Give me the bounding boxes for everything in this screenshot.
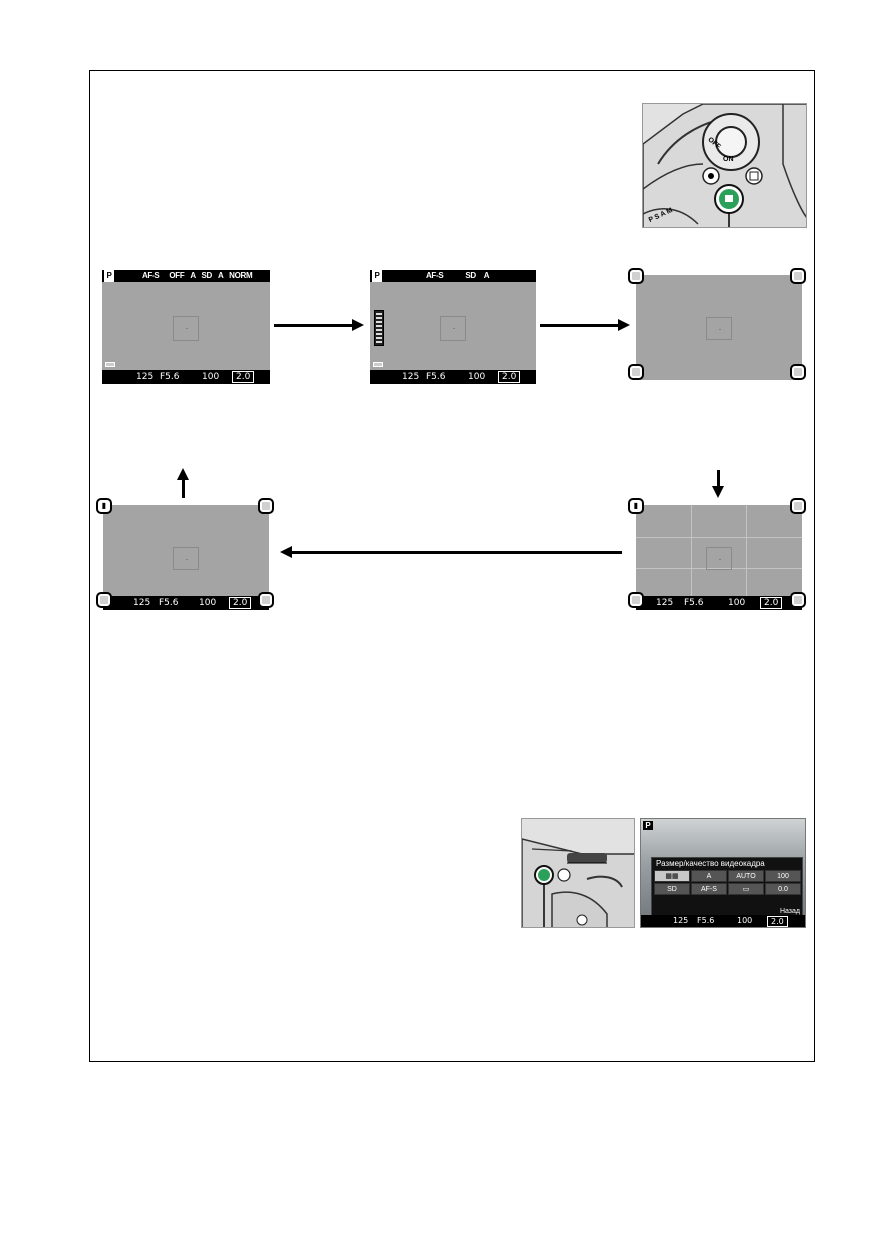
lcd-screen-grid: 125 F5.6 100 2.0 [636,505,802,610]
battery-icon [373,362,383,367]
menu-cell-icon[interactable]: ▭ [728,883,764,895]
camera-back-svg [522,838,634,927]
grid-line [636,568,802,569]
top-item: A [217,271,224,280]
iso: 100 [737,916,753,925]
lcd-top-bar: P AF-S SD A [370,270,536,282]
iso: 100 [199,598,217,608]
top-item: A [483,271,490,280]
menu-cell[interactable]: 0.0 [765,883,801,895]
grid-line [636,536,802,538]
corner-marker [790,364,806,380]
top-item: OFF [169,271,185,280]
camera-back-illustration [521,818,635,928]
menu-back-label[interactable]: Назад [779,908,800,915]
live-view-menu-screen: P Размер/качество видеокадра ▦▦ A AUTO 1… [640,818,806,928]
lcd-screen-info: P AF-S OFF A SD A NORM 125 F5.6 100 2.0 [102,270,270,384]
focus-point [172,547,200,571]
corner-marker-icon: ▮ [96,498,112,514]
brightness-value: 2.0 [760,597,783,609]
corner-marker-icon: ▮ [628,498,644,514]
aperture: F5.6 [159,598,179,608]
iso: 100 [468,372,486,382]
arrow-up-icon [177,468,189,498]
aperture: F5.6 [697,916,715,925]
brightness-value: 2.0 [767,916,788,927]
shutter-speed: 125 [656,598,674,608]
top-item: A [190,271,196,280]
aperture: F5.6 [426,372,446,382]
arrow-right-icon [274,319,364,331]
arrow-right-icon [540,319,630,331]
lcd-screen-level: P AF-S SD A 125 F5.6 100 2.0 [370,270,536,384]
brightness-value: 2.0 [232,371,255,383]
top-item: NORM [229,271,253,280]
camera-top-illustration: OFF ON P S A M [642,103,807,228]
corner-marker [258,592,274,608]
battery-icon [105,362,115,367]
corner-marker [628,268,644,284]
level-meter [374,310,384,346]
shutter-speed: 125 [673,916,689,925]
lcd-bottom-bar: 125 F5.6 100 2.0 [102,370,270,384]
menu-cell[interactable]: SD [654,883,690,895]
top-item: AF-S [425,271,444,280]
shutter-speed: 125 [136,372,154,382]
menu-cell[interactable]: 100 [765,870,801,882]
brightness-value: 2.0 [498,371,521,383]
lcd-bottom-bar: 125 F5.6 100 2.0 [370,370,536,384]
arrow-left-icon [280,546,622,558]
lcd-top-bar: P AF-S OFF A SD A NORM [102,270,270,282]
menu-cell-size[interactable]: ▦▦ [654,870,690,882]
page-frame [89,70,815,1062]
camera-body-svg [643,104,806,227]
iso: 100 [202,372,220,382]
menu-cell[interactable]: AF-S [691,883,727,895]
shutter-speed: 125 [133,598,151,608]
mode-indicator: P [643,821,653,830]
brightness-value: 2.0 [229,597,252,609]
focus-point [439,315,467,341]
menu-cell[interactable]: A [691,870,727,882]
lcd-bottom-bar: 125 F5.6 100 2.0 [641,915,805,927]
mode-indicator: P [104,270,114,282]
top-item: SD [201,271,213,280]
grid-line [745,505,747,596]
aperture: F5.6 [160,372,180,382]
on-label: ON [723,156,734,163]
lcd-screen-hidden-indicators [636,275,802,380]
menu-title: Размер/качество видеокадра [656,859,765,868]
corner-marker [628,364,644,380]
corner-marker [790,592,806,608]
corner-marker [96,592,112,608]
aperture: F5.6 [684,598,704,608]
arrow-down-icon [712,470,724,498]
corner-marker [790,498,806,514]
lcd-bottom-bar: 125 F5.6 100 2.0 [636,596,802,610]
focus-point [172,315,200,341]
lcd-screen-basic: 125 F5.6 100 2.0 [103,505,269,610]
iso: 100 [728,598,746,608]
menu-cell[interactable]: AUTO [728,870,764,882]
corner-marker [790,268,806,284]
top-item: AF-S [141,271,160,280]
corner-marker [258,498,274,514]
top-item: SD [465,271,476,280]
focus-point [705,317,733,341]
grid-line [690,505,692,596]
corner-marker [628,592,644,608]
focus-point [705,547,733,571]
i-menu-panel: Размер/качество видеокадра ▦▦ A AUTO 100… [651,857,803,917]
shutter-speed: 125 [402,372,420,382]
mode-indicator: P [372,270,382,282]
lcd-bottom-bar: 125 F5.6 100 2.0 [103,596,269,610]
